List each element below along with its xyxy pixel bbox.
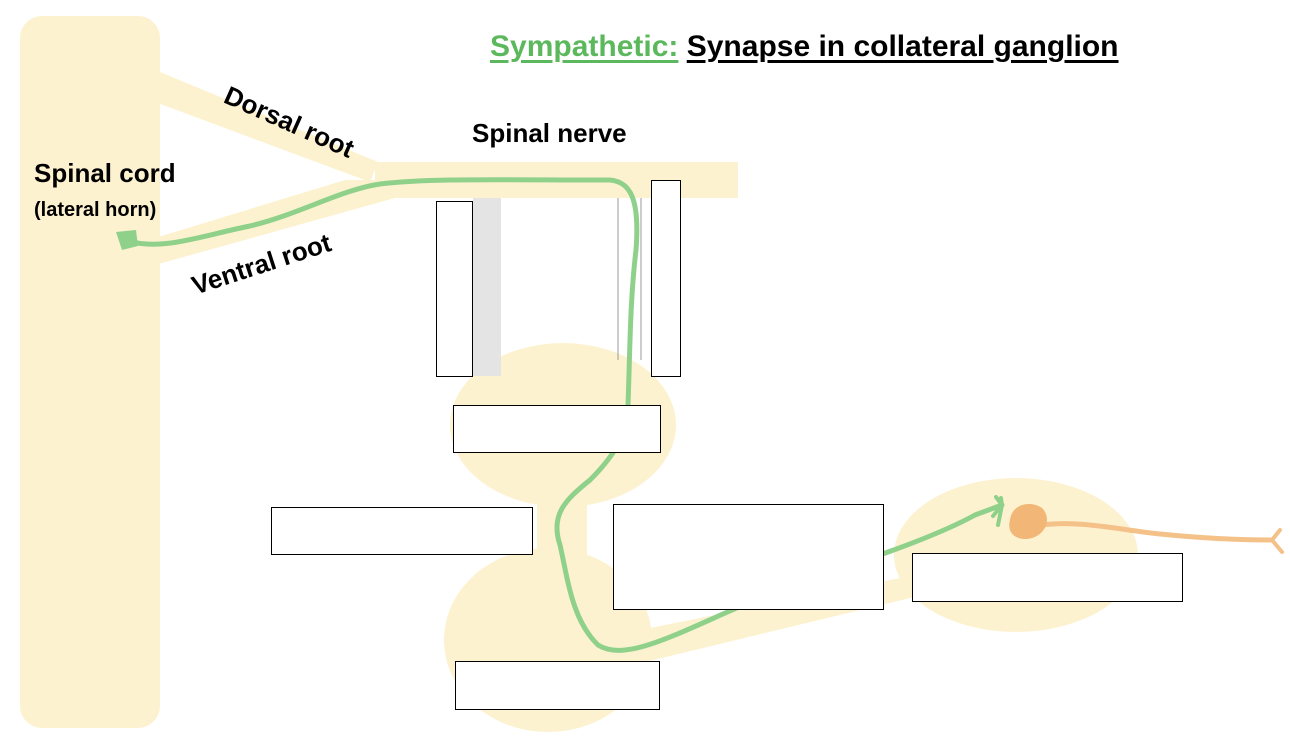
lateral-horn-label: (lateral horn) — [34, 199, 157, 221]
preganglionic-axon-terminal — [991, 495, 1004, 527]
blank-label-box-gray-ramus[interactable] — [436, 201, 473, 377]
spinal-cord-label: Spinal cord — [34, 158, 176, 188]
title-main: Synapse in collateral ganglion — [686, 30, 1119, 63]
gray-ramus-shape — [473, 198, 501, 376]
blank-label-box-lower-ganglion[interactable] — [455, 661, 660, 710]
preganglionic-cell-body — [116, 230, 138, 250]
spinal-cord-shape — [20, 16, 160, 728]
ventral-root-shape — [155, 180, 395, 265]
dorsal-root-shape — [155, 70, 378, 182]
diagram-title: Sympathetic: Synapse in collateral gangl… — [490, 30, 1119, 64]
blank-label-box-chain[interactable] — [271, 507, 533, 555]
blank-label-box-chain-ganglion[interactable] — [453, 405, 661, 453]
blank-label-box-white-ramus[interactable] — [651, 180, 681, 377]
blank-label-box-splanchnic-nerve[interactable] — [613, 504, 884, 610]
postganglionic-axon — [1039, 521, 1275, 543]
postganglionic-cell-body — [1009, 504, 1047, 540]
title-prefix: Sympathetic: — [490, 30, 679, 63]
postganglionic-axon-terminal — [1270, 528, 1284, 554]
blank-label-box-collateral-ganglion[interactable] — [912, 553, 1183, 602]
preganglionic-axon — [123, 177, 1005, 653]
spinal-nerve-label: Spinal nerve — [472, 118, 627, 148]
